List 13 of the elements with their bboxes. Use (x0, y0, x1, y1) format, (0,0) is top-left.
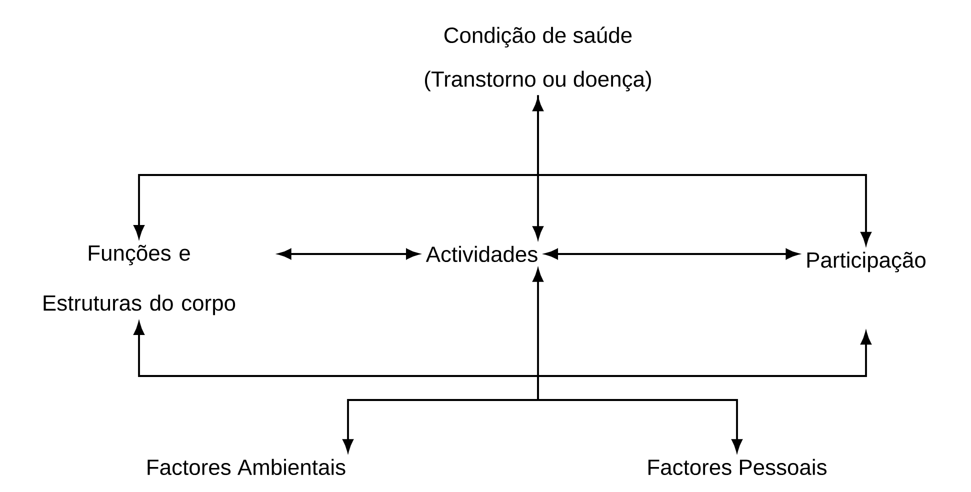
concept-label: Factores Ambientais (148, 458, 346, 476)
arrow (538, 399, 742, 452)
arrow (545, 248, 799, 260)
concept-label: Participação (807, 252, 926, 272)
concept-label: Actividades (426, 246, 538, 262)
arrow (537, 332, 872, 400)
arrow (278, 248, 419, 260)
arrow (537, 95, 872, 245)
arrow (532, 98, 544, 240)
arrow (342, 399, 538, 452)
concept-label: Funções e Estruturas do corpo (44, 244, 236, 316)
concept-label: Factores Pessoais (648, 458, 826, 476)
concept-label: Condição de saúde (Transtorno ou doença) (425, 26, 651, 92)
